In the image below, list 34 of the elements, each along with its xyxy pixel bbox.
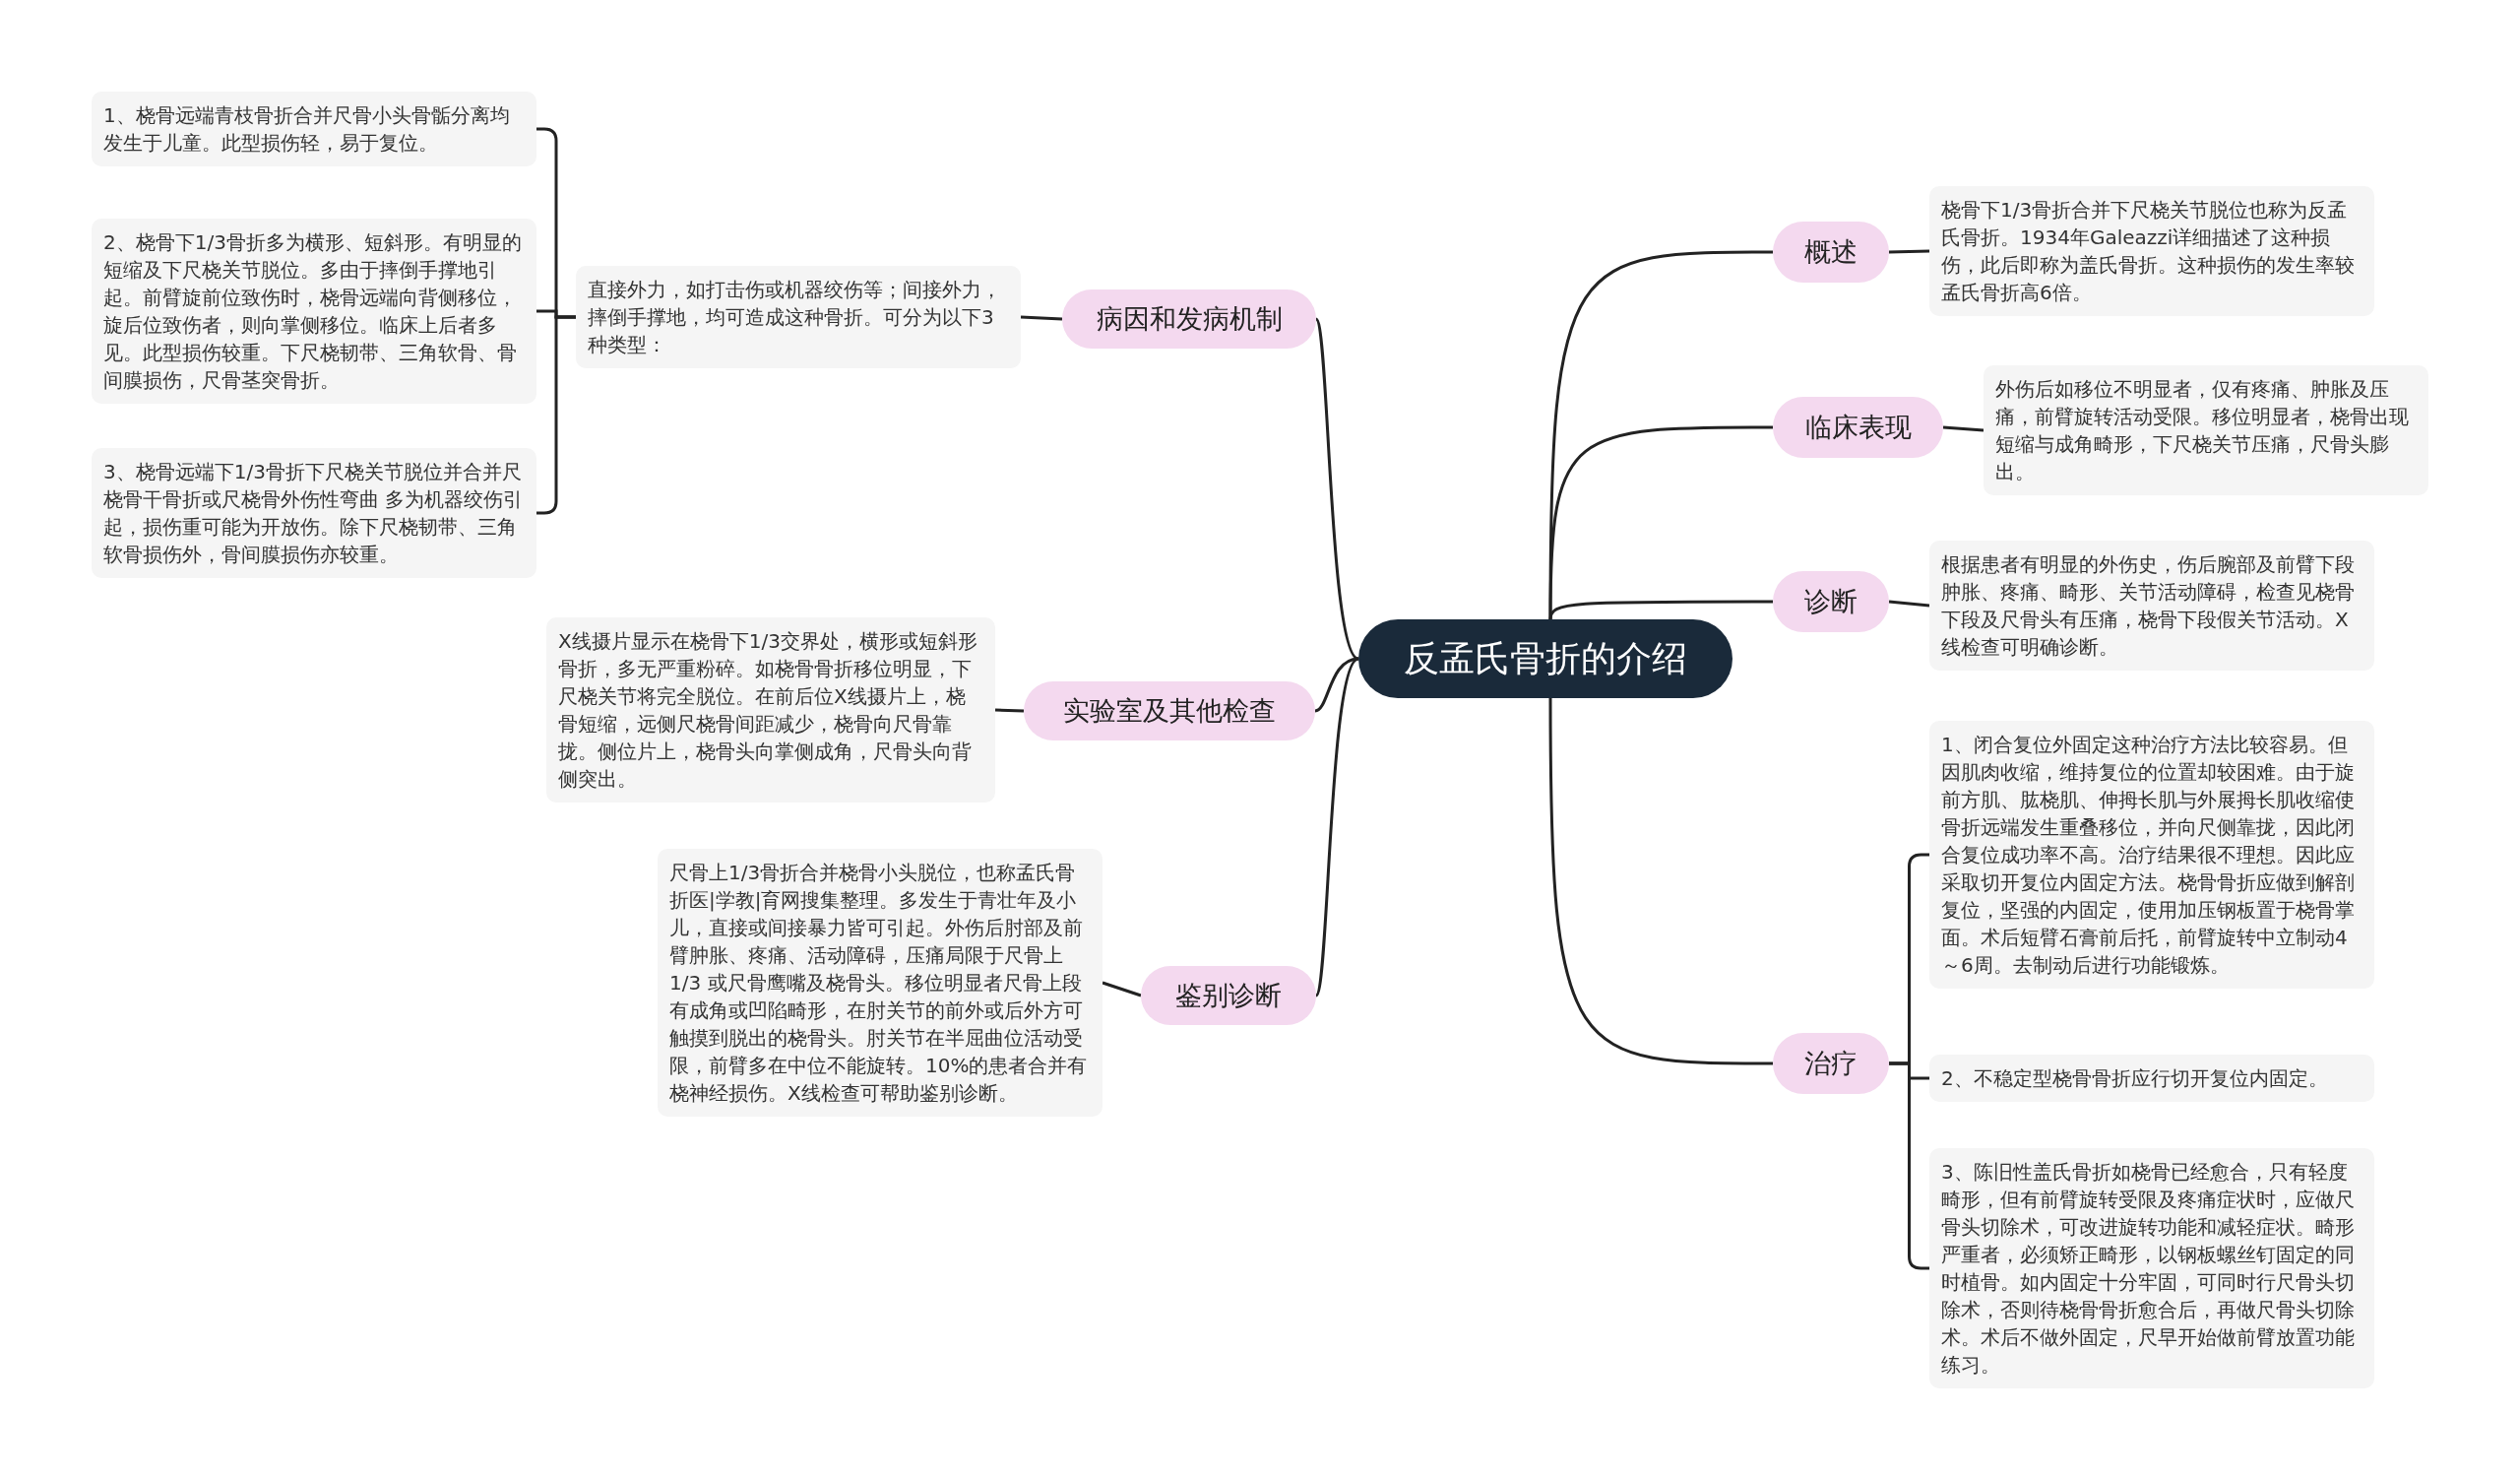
central-topic: 反孟氏骨折的介绍 bbox=[1358, 619, 1732, 698]
branch-topic: 鉴别诊断 bbox=[1141, 966, 1316, 1025]
note-card: 1、闭合复位外固定这种治疗方法比较容易。但因肌肉收缩，维持复位的位置却较困难。由于旋前方肌、肱桡肌、伸拇长肌与外展拇长肌收缩使骨折远端发生重叠移位，并向尺侧靠拢，因此闭合复位成功率不高。治疗结果很不理想。因此应采取切开复位内固定方法。桡骨骨折应做到解剖复位，坚强的内固定，使用加压钢板置于桡骨掌面。术后短臂石膏前后托，前臂旋转中立制动4～6周。去制动后进行功能锻炼。 bbox=[1929, 721, 2374, 989]
connector-line bbox=[1888, 600, 1930, 608]
connector-line bbox=[1020, 315, 1063, 321]
note-card: 2、桡骨下1/3骨折多为横形、短斜形。有明显的短缩及下尺桡关节脱位。多由于摔倒手撑地引起。前臂旋前位致伤时，桡骨远端向背侧移位，旋后位致伤者，则向掌侧移位。临床上后者多见。此型损伤较重。下尺桡韧带、三角软骨、骨间膜损伤，尺骨茎突骨折。 bbox=[92, 219, 536, 404]
connector-line bbox=[1888, 249, 1930, 254]
connector-line bbox=[1314, 318, 1360, 661]
connector-line bbox=[994, 708, 1025, 713]
branch-topic: 病因和发病机制 bbox=[1062, 289, 1316, 349]
connector-line bbox=[1314, 657, 1360, 996]
connector-line bbox=[1548, 250, 1773, 619]
note-card: 根据患者有明显的外伤史，伤后腕部及前臂下段肿胀、疼痛、畸形、关节活动障碍，检查见桡骨下段及尺骨头有压痛，桡骨下段假关节活动。X线检查可明确诊断。 bbox=[1929, 541, 2374, 671]
connector-line bbox=[536, 315, 576, 515]
branch-topic: 治疗 bbox=[1773, 1033, 1889, 1094]
connector-line bbox=[1942, 425, 1984, 432]
connector-line bbox=[1548, 600, 1773, 620]
note-card: 3、陈旧性盖氏骨折如桡骨已经愈合，只有轻度畸形，但有前臂旋转受限及疼痛症状时，应做尺骨头切除术，可改进旋转功能和减轻症状。畸形严重者，必须矫正畸形，以钢板螺丝钉固定的同时植骨。如内固定十分牢固，可同时行尺骨头切除术，否则待桡骨骨折愈合后，再做尺骨头切除术。术后不做外固定，尺早开始做前臂放置功能练习。 bbox=[1929, 1148, 2374, 1388]
connector-line bbox=[1889, 1061, 1929, 1270]
note-card: 1、桡骨远端青枝骨折合并尺骨小头骨骺分离均发生于儿童。此型损伤轻，易于复位。 bbox=[92, 92, 536, 166]
note-card: 桡骨下1/3骨折合并下尺桡关节脱位也称为反孟氏骨折。1934年Galeazzi详细描述了这种损伤，此后即称为盖氏骨折。这种损伤的发生率较孟氏骨折高6倍。 bbox=[1929, 186, 2374, 316]
connector-line bbox=[1102, 981, 1142, 997]
note-card: 3、桡骨远端下1/3骨折下尺桡关节脱位并合并尺桡骨干骨折或尺桡骨外伤性弯曲 多为机器绞伤引起，损伤重可能为开放伤。除下尺桡韧带、三角软骨损伤外，骨间膜损伤亦较重。 bbox=[92, 448, 536, 578]
connector-line bbox=[1548, 425, 1773, 619]
note-card: X线摄片显示在桡骨下1/3交界处，横形或短斜形骨折，多无严重粉碎。如桡骨骨折移位明显，下尺桡关节将完全脱位。在前后位X线摄片上，桡骨短缩，远侧尺桡骨间距减少，桡骨向尺骨靠拢。侧位片上，桡骨头向掌侧成角，尺骨头向背侧突出。 bbox=[546, 617, 995, 803]
note-card: 尺骨上1/3骨折合并桡骨小头脱位，也称孟氏骨折医|学教|育网搜集整理。多发生于青壮年及小儿，直接或间接暴力皆可引起。外伤后肘部及前臂肿胀、疼痛、活动障碍，压痛局限于尺骨上1/3 或尺骨鹰嘴及桡骨头。移位明显者尺骨上段有成角或凹陷畸形，在肘关节的前外或后外方可触摸到脱出的桡骨头。肘关节在半屈曲位活动受限，前臂多在中位不能旋转。10%的患者合并有桡神经损伤。X线检查可帮助鉴别诊断。 bbox=[658, 849, 1102, 1117]
note-card: 直接外力，如打击伤或机器绞伤等；间接外力，摔倒手撑地，均可造成这种骨折。可分为以下3种类型： bbox=[576, 266, 1021, 368]
branch-topic: 实验室及其他检查 bbox=[1024, 681, 1315, 740]
branch-topic: 概述 bbox=[1773, 222, 1889, 283]
branch-topic: 诊断 bbox=[1773, 571, 1889, 632]
connector-line bbox=[1548, 698, 1773, 1065]
note-card: 外伤后如移位不明显者，仅有疼痛、肿胀及压痛，前臂旋转活动受限。移位明显者，桡骨出现短缩与成角畸形，下尺桡关节压痛，尺骨头膨出。 bbox=[1984, 365, 2428, 495]
note-card: 2、不稳定型桡骨骨折应行切开复位内固定。 bbox=[1929, 1055, 2374, 1102]
branch-topic: 临床表现 bbox=[1773, 397, 1943, 458]
